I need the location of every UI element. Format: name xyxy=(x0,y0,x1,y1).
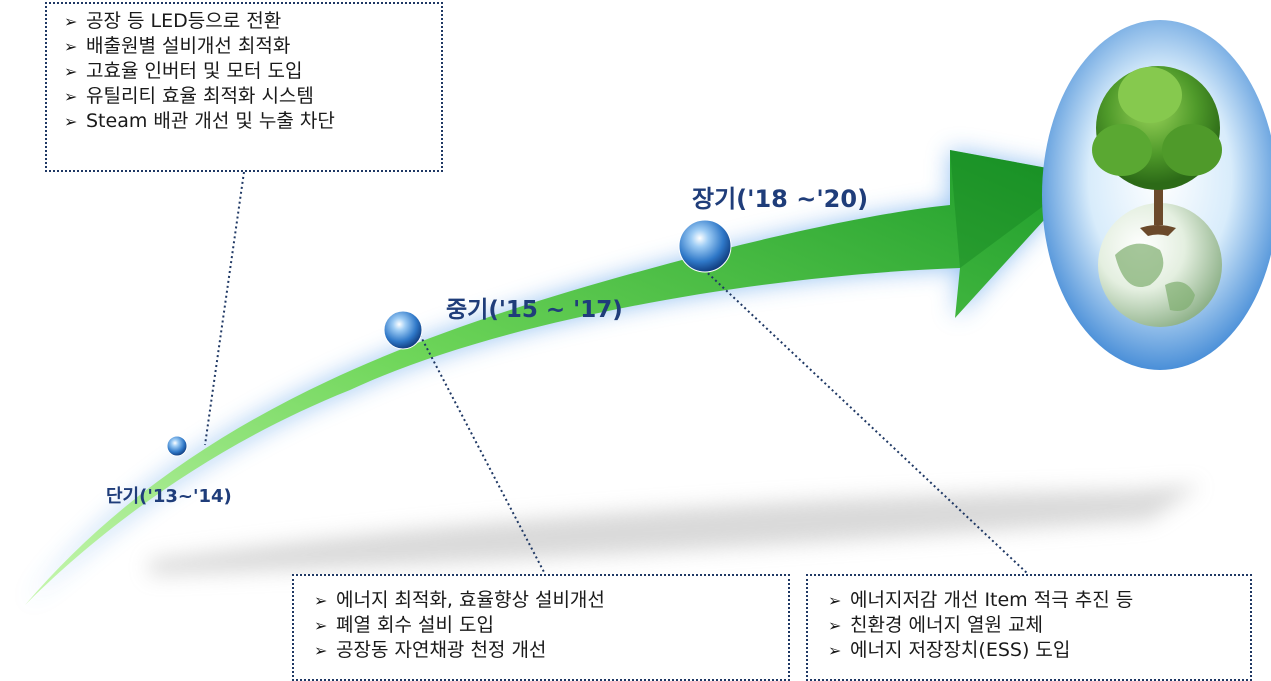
short-term-box: ➢공장 등 LED등으로 전환 ➢배출원별 설비개선 최적화 ➢고효율 인버터 … xyxy=(45,2,443,172)
stage-label-long: 장기('18 ~'20) xyxy=(692,185,869,213)
bullet-arrow-icon: ➢ xyxy=(64,112,78,131)
bullet-arrow-icon: ➢ xyxy=(64,62,78,81)
list-item: ➢에너지 저장장치(ESS) 도입 xyxy=(828,639,1071,661)
bullet-arrow-icon: ➢ xyxy=(314,591,328,610)
list-item: ➢폐열 회수 설비 도입 xyxy=(314,614,494,636)
stage-label-mid: 중기('15 ~ '17) xyxy=(446,297,623,323)
list-item: ➢에너지저감 개선 Item 적극 추진 등 xyxy=(828,589,1134,611)
growth-arrow xyxy=(25,150,1085,605)
stage-marker-long xyxy=(678,219,732,273)
bullet-arrow-icon: ➢ xyxy=(314,616,328,635)
list-item: ➢에너지 최적화, 효율향상 설비개선 xyxy=(314,589,605,611)
bullet-arrow-icon: ➢ xyxy=(64,87,78,106)
list-item: ➢고효율 인버터 및 모터 도입 xyxy=(64,60,303,82)
stage-label-short: 단기('13~'14) xyxy=(106,486,232,507)
short-term-list: ➢공장 등 LED등으로 전환 ➢배출원별 설비개선 최적화 ➢고효율 인버터 … xyxy=(64,9,431,134)
list-item: ➢공장동 자연채광 천정 개선 xyxy=(314,639,547,661)
mid-term-box: ➢에너지 최적화, 효율향상 설비개선 ➢폐열 회수 설비 도입 ➢공장동 자연… xyxy=(292,574,790,681)
list-item: ➢공장 등 LED등으로 전환 xyxy=(64,10,282,32)
bullet-arrow-icon: ➢ xyxy=(64,12,78,31)
earth-tree-illustration xyxy=(1042,20,1271,370)
list-item: ➢Steam 배관 개선 및 누출 차단 xyxy=(64,110,335,132)
list-item: ➢배출원별 설비개선 최적화 xyxy=(64,35,291,57)
bullet-arrow-icon: ➢ xyxy=(314,641,328,660)
bullet-arrow-icon: ➢ xyxy=(828,616,842,635)
mid-term-list: ➢에너지 최적화, 효율향상 설비개선 ➢폐열 회수 설비 도입 ➢공장동 자연… xyxy=(314,588,778,663)
stage-marker-mid xyxy=(383,310,423,350)
connector-short xyxy=(204,171,245,446)
list-item: ➢유틸리티 효율 최적화 시스템 xyxy=(64,85,314,107)
bullet-arrow-icon: ➢ xyxy=(828,641,842,660)
long-term-box: ➢에너지저감 개선 Item 적극 추진 등 ➢친환경 에너지 열원 교체 ➢에… xyxy=(806,574,1252,681)
bullet-arrow-icon: ➢ xyxy=(828,591,842,610)
connector-long xyxy=(696,262,1029,575)
arrow-shadow xyxy=(150,485,1200,575)
list-item: ➢친환경 에너지 열원 교체 xyxy=(828,614,1043,636)
long-term-list: ➢에너지저감 개선 Item 적극 추진 등 ➢친환경 에너지 열원 교체 ➢에… xyxy=(828,588,1240,663)
stage-marker-short xyxy=(166,435,188,457)
bullet-arrow-icon: ➢ xyxy=(64,37,78,56)
